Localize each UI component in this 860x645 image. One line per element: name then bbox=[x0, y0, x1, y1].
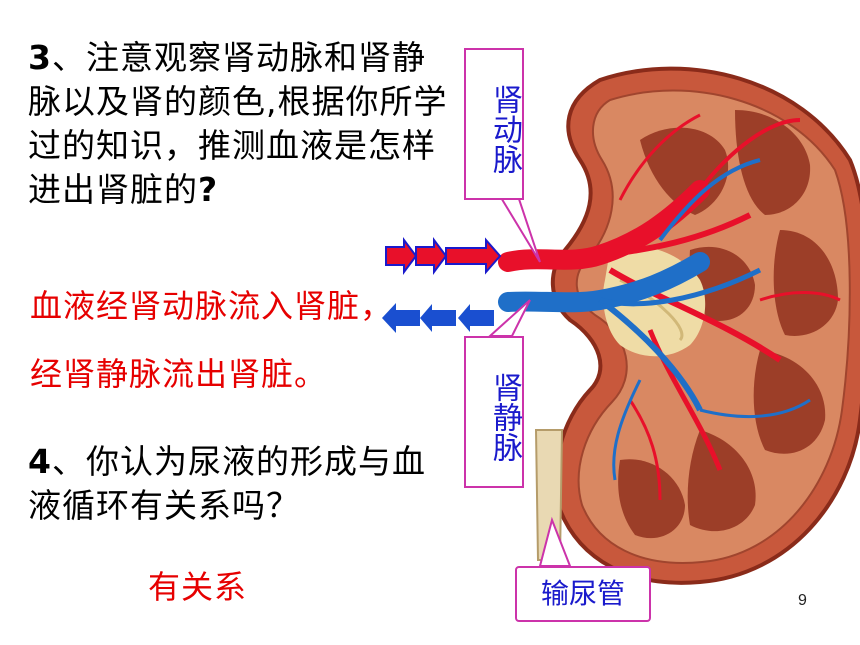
kidney-icon bbox=[550, 66, 860, 585]
outflow-arrows bbox=[382, 303, 494, 333]
ureter-label: 输尿管 bbox=[515, 566, 651, 622]
renal-artery-label-text: 肾动脉 bbox=[487, 84, 522, 174]
renal-vein-label-text: 肾静脉 bbox=[487, 372, 522, 462]
question-4: 4、你认为尿液的形成与血液循环有关系吗？ bbox=[28, 440, 448, 528]
question-3-number: 3 bbox=[28, 38, 52, 77]
renal-vein bbox=[498, 158, 811, 481]
callout-pointers bbox=[487, 195, 572, 567]
page-number: 9 bbox=[798, 592, 807, 609]
renal-vein-label: 肾静脉 bbox=[464, 336, 524, 488]
question-3-qmark: ? bbox=[198, 170, 219, 209]
renal-artery-label: 肾动脉 bbox=[464, 48, 524, 200]
question-3: 3、注意观察肾动脉和肾静脉以及肾的颜色,根据你所学过的知识，推测血液是怎样进出肾… bbox=[28, 36, 448, 212]
answer-4: 有关系 bbox=[148, 568, 248, 606]
question-4-number: 4 bbox=[28, 442, 52, 481]
answer-3: 血液经肾动脉流入肾脏，经肾静脉流出肾脏。 bbox=[30, 287, 394, 393]
question-3-text: 、注意观察肾动脉和肾静脉以及肾的颜色,根据你所学过的知识，推测血液是怎样进出肾脏… bbox=[28, 38, 448, 209]
inflow-arrows bbox=[385, 237, 502, 275]
question-4-text: 、你认为尿液的形成与血液循环有关系吗？ bbox=[28, 442, 426, 525]
